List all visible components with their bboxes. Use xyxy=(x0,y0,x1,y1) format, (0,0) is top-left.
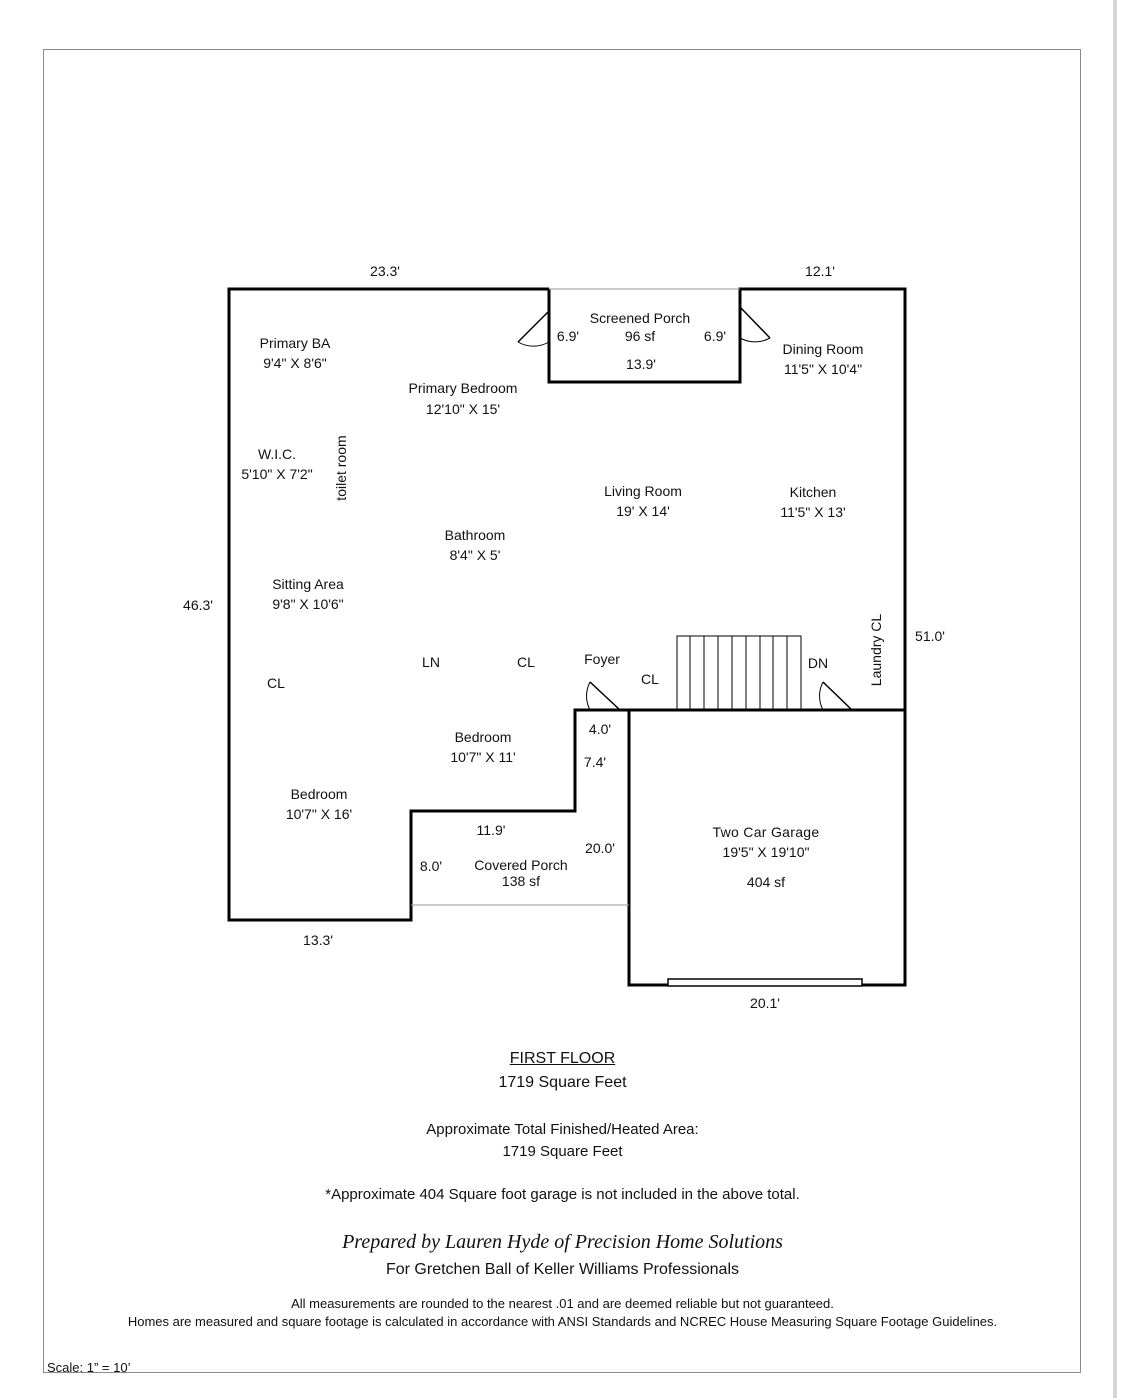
room-bedroom-left: Bedroom 10'7" X 16' xyxy=(286,785,352,823)
room-size: 19' X 14' xyxy=(616,503,670,519)
room-name: W.I.C. xyxy=(257,446,297,462)
room-size: 11'5" X 13' xyxy=(780,504,846,520)
room-size: 5'10" X 7'2" xyxy=(241,466,313,482)
room-name: Bedroom xyxy=(454,729,512,745)
dim-covered-side: 8.0' xyxy=(419,858,443,874)
room-bathroom: Bathroom 8'4" X 5' xyxy=(445,526,506,564)
dim-foyer-step: 4.0' xyxy=(588,721,612,737)
room-primary-bedroom: Primary Bedroom 12'10" X 15' xyxy=(409,379,518,418)
room-name: Covered Porch xyxy=(474,857,568,873)
dim-top-right: 12.1' xyxy=(805,263,835,279)
scale-note: Scale: 1” = 10’ xyxy=(47,1360,131,1375)
door-swing-foyer xyxy=(586,681,621,711)
door-swing-porch-left xyxy=(517,310,550,347)
floor-title: FIRST FLOOR xyxy=(509,1050,616,1067)
room-size: 12'10" X 15' xyxy=(425,401,501,417)
room-size: 11'5" X 10'4" xyxy=(783,361,863,377)
stairs xyxy=(676,635,802,710)
dim-porch-right: 6.9' xyxy=(703,328,727,344)
dim-porch-left: 6.9' xyxy=(556,328,580,344)
room-size: 10'7" X 16' xyxy=(285,806,353,822)
room-closet-foyer: CL xyxy=(641,671,659,687)
room-closet-mid: CL xyxy=(517,654,535,670)
room-name: Primary Bedroom xyxy=(408,380,518,396)
dim-right-side: 51.0' xyxy=(915,628,945,644)
room-name: Kitchen xyxy=(789,484,837,500)
dim-porch-width: 13.9' xyxy=(626,356,656,372)
dim-bottom-left: 13.3' xyxy=(303,932,333,948)
room-size: 9'4" X 8'6" xyxy=(263,355,327,371)
room-laundry-cl: Laundry CL xyxy=(868,613,884,687)
dim-top-left: 23.3' xyxy=(370,263,400,279)
room-foyer: Foyer xyxy=(584,651,620,667)
room-size: 8'4" X 5' xyxy=(449,547,501,563)
room-size: 9'8" X 10'6" xyxy=(272,596,344,612)
room-area: 138 sf xyxy=(501,873,541,889)
dim-covered-depth: 20.0' xyxy=(585,840,615,856)
room-dining-room: Dining Room 11'5" X 10'4" xyxy=(783,340,864,378)
room-screened-porch: Screened Porch 96 sf xyxy=(590,309,690,345)
room-sitting-area: Sitting Area 9'8" X 10'6" xyxy=(272,575,344,613)
stairs-down-label: DN xyxy=(807,655,829,671)
room-name: Sitting Area xyxy=(272,576,344,592)
garage-door xyxy=(667,978,863,987)
room-name: Bedroom xyxy=(290,786,348,802)
disclaimer-line-1: All measurements are rounded to the near… xyxy=(291,1296,834,1311)
room-name: Screened Porch xyxy=(589,310,691,326)
disclaimer-line-2: Homes are measured and square footage is… xyxy=(127,1314,998,1329)
room-name: Dining Room xyxy=(782,341,864,357)
dim-left-side: 46.3' xyxy=(183,597,213,613)
dim-garage-width: 20.1' xyxy=(750,995,780,1011)
room-wic: W.I.C. 5'10" X 7'2" xyxy=(241,445,312,483)
floor-area: 1719 Square Feet xyxy=(498,1074,627,1091)
prepared-by: Prepared by Lauren Hyde of Precision Hom… xyxy=(342,1231,783,1253)
total-area-value: 1719 Square Feet xyxy=(502,1143,623,1160)
room-living-room: Living Room 19' X 14' xyxy=(604,482,682,520)
prepared-for: For Gretchen Ball of Keller Williams Pro… xyxy=(385,1261,739,1278)
room-area: 404 sf xyxy=(746,874,786,890)
total-area-label: Approximate Total Finished/Heated Area: xyxy=(426,1121,699,1138)
room-covered-porch: Covered Porch 138 sf xyxy=(474,856,567,890)
room-name: Living Room xyxy=(604,483,682,499)
room-closet-left: CL xyxy=(267,675,285,691)
room-name: Bathroom xyxy=(444,527,506,543)
room-toilet-room: toilet room xyxy=(333,435,349,501)
door-swing-porch-right xyxy=(739,306,771,343)
room-linen: LN xyxy=(422,654,440,670)
room-garage: Two Car Garage 19'5" X 19'10" 404 sf xyxy=(713,823,820,891)
page-border xyxy=(43,49,1081,1373)
room-primary-ba: Primary BA 9'4" X 8'6" xyxy=(260,334,331,372)
room-bedroom-mid: Bedroom 10'7" X 11' xyxy=(450,728,515,766)
room-size: 19'5" X 19'10" xyxy=(722,844,810,860)
room-area: 96 sf xyxy=(624,328,656,344)
room-kitchen: Kitchen 11'5" X 13' xyxy=(780,483,845,521)
garage-note: *Approximate 404 Square foot garage is n… xyxy=(325,1186,800,1203)
page-edge-shadow xyxy=(1113,0,1117,1398)
dim-foyer-depth: 7.4' xyxy=(583,754,607,770)
room-name: Primary BA xyxy=(259,335,331,351)
room-size: 10'7" X 11' xyxy=(450,749,516,765)
dim-covered-width: 11.9' xyxy=(476,822,506,838)
door-swing-garage xyxy=(819,681,853,711)
room-name: Two Car Garage xyxy=(712,824,820,840)
